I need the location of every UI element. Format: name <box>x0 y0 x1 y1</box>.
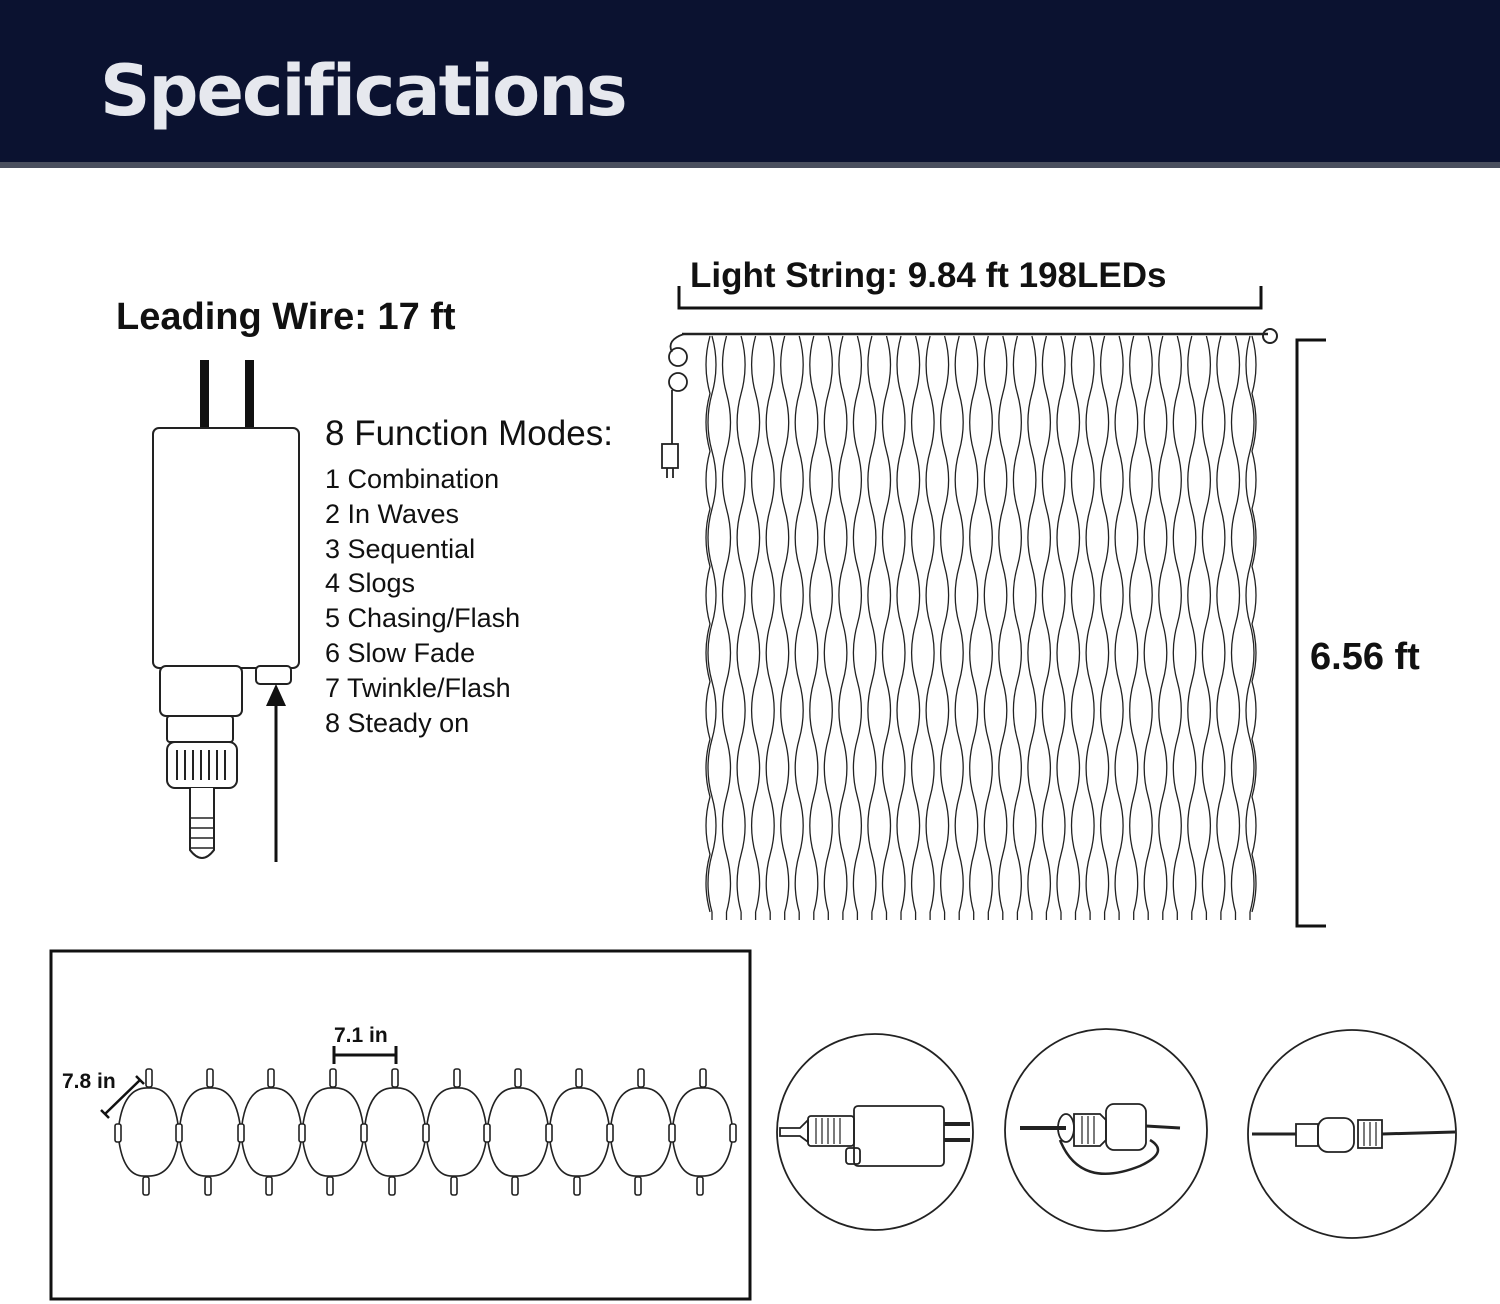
led-bulb <box>483 1123 491 1143</box>
led-bulb <box>298 1123 306 1143</box>
led-bulb <box>453 1068 461 1088</box>
height-bracket <box>1295 338 1326 928</box>
led-bulb <box>422 1123 430 1143</box>
spacing-label: 7.1 in <box>334 1024 388 1047</box>
drop-label: 7.8 in <box>62 1070 116 1093</box>
function-modes-title: 8 Function Modes: <box>325 414 613 453</box>
page-title: Specifications <box>100 50 628 132</box>
adapter-side-icon <box>776 1033 974 1231</box>
led-bulb <box>265 1176 273 1196</box>
led-bulb <box>606 1123 614 1143</box>
led-bulb <box>729 1123 737 1143</box>
height-label: 6.56 ft <box>1310 636 1420 678</box>
end-cap-icon <box>1247 1029 1457 1239</box>
header-banner: Specifications <box>0 0 1500 168</box>
led-bulb <box>360 1123 368 1143</box>
mode-item: 8 Steady on <box>325 707 470 738</box>
led-bulb <box>142 1176 150 1196</box>
mode-item: 3 Sequential <box>325 533 476 564</box>
led-bulb <box>575 1068 583 1088</box>
drop-bracket <box>100 1075 145 1119</box>
detail-strands <box>117 1087 734 1177</box>
connector-icon <box>1004 1028 1208 1232</box>
led-bulb <box>699 1068 707 1088</box>
led-bulb <box>696 1176 704 1196</box>
led-bulb <box>573 1176 581 1196</box>
led-bulb <box>391 1068 399 1088</box>
led-bulb <box>545 1123 553 1143</box>
led-bulb <box>175 1123 183 1143</box>
led-bulb <box>388 1176 396 1196</box>
net-strands <box>707 335 1255 913</box>
led-bulb <box>634 1176 642 1196</box>
connector-icon <box>661 333 688 478</box>
mode-item: 4 Slogs <box>325 568 416 599</box>
net-edges <box>705 335 1257 913</box>
led-bulb <box>329 1068 337 1088</box>
leading-wire-label: Leading Wire: 17 ft <box>116 296 456 338</box>
led-bulb <box>511 1176 519 1196</box>
function-modes-list: 1 Combination 2 In Waves 3 Sequential 4 … <box>325 462 520 740</box>
led-bulb <box>450 1176 458 1196</box>
mode-item: 6 Slow Fade <box>325 637 476 668</box>
led-bulb <box>326 1176 334 1196</box>
led-bulb <box>668 1123 676 1143</box>
led-bulb <box>514 1068 522 1088</box>
led-bulb <box>114 1123 122 1143</box>
light-string-label: Light String: 9.84 ft 198LEDs <box>690 256 1167 295</box>
led-bulb <box>204 1176 212 1196</box>
led-bulb <box>637 1068 645 1088</box>
mode-item: 5 Chasing/Flash <box>325 603 521 634</box>
spacing-bracket <box>332 1046 398 1064</box>
led-bulb <box>206 1068 214 1088</box>
led-bulb <box>237 1123 245 1143</box>
mode-item: 2 In Waves <box>325 498 460 529</box>
mode-item: 1 Combination <box>325 464 500 494</box>
mode-item: 7 Twinkle/Flash <box>325 672 511 703</box>
led-bulb <box>145 1068 153 1088</box>
width-bracket <box>677 286 1263 310</box>
led-bulb <box>267 1068 275 1088</box>
